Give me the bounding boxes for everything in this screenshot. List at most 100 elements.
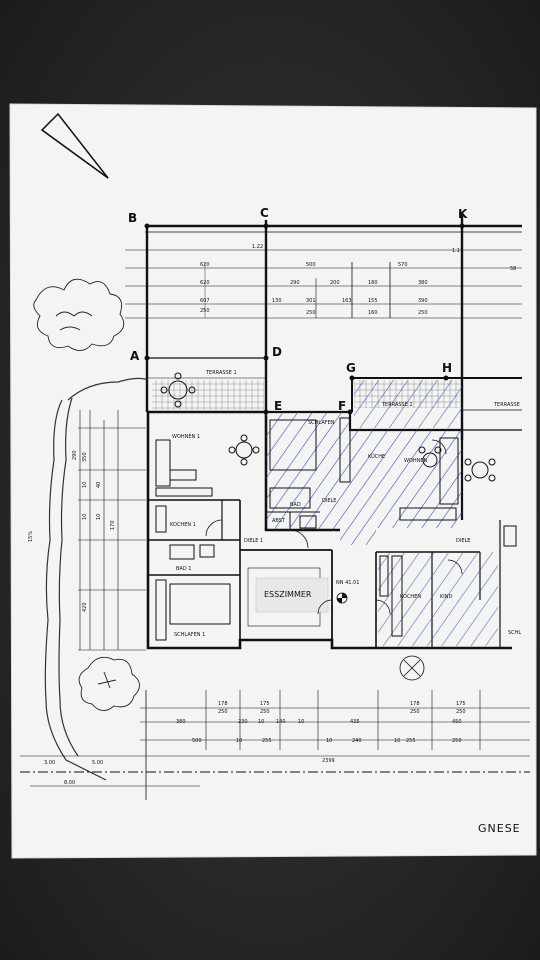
hatched-unit-area [266,412,462,545]
room-labels: TERRASSE 1 TERRASSE 2 TERRASSE WOHNEN 1 … [170,370,521,638]
grid-label-b: B [128,211,137,225]
room-schl-right: SCHL [508,630,521,636]
left-hedge [44,377,149,781]
room-schlafen-top: SCHLAFEN [308,420,335,426]
bdim-r3-2: 255 [262,738,272,744]
north-arrow-icon [40,112,109,179]
dim-r3b-1: 130 [272,298,282,304]
dim-r3b-5: 390 [418,298,428,304]
dim-small-3: 58 [510,266,516,272]
hatched-kitchen-area [378,552,498,646]
room-terrasse-right: TERRASSE [493,402,520,408]
grid-label-h: H [442,361,452,375]
bush-drawing [33,278,140,711]
hatched-terrace-area [354,380,462,428]
dim-r3-3: 250 [418,310,428,316]
bdim-r5-0: 8.00 [64,780,75,786]
grid-label-f: F [338,399,346,413]
dim-r3b-3: 163 [342,298,352,304]
dim-r1-0: 620 [200,262,210,268]
room-bad1: BAD 1 [176,566,191,572]
dim-r3-2: 160 [368,310,378,316]
left-dim-4: 170 [110,520,116,530]
left-dim-slope: 15% [28,531,34,542]
bdim-r2-3: 140 [276,719,286,725]
bdim-r1-3: 250 [260,709,270,715]
room-kind: KIND [440,594,452,600]
dim-r2-4: 380 [418,280,428,286]
room-nn: NN 41.01 [336,580,359,586]
bdim-r2-4: 10 [298,719,304,725]
room-terrasse2: TERRASSE 2 [381,402,413,408]
dim-r3-0: 250 [200,308,210,314]
bdim-r2-0: 380 [176,719,186,725]
bdim-r3-3: 10 [326,738,332,744]
dim-r1-2: 570 [398,262,408,268]
dim-r3b-2: 301 [306,298,316,304]
dim-r3b-4: 155 [368,298,378,304]
grid-labels: B C K A D G H E F [128,206,468,413]
dim-r3-1: 250 [306,310,316,316]
bdim-r2-5: 435 [350,719,360,725]
bdim-r3-0: 500 [192,738,202,744]
left-dim-1: 290 [72,450,78,460]
bdim-r3-7: 250 [452,738,462,744]
dim-r2-0: 620 [200,280,210,286]
room-kochen1: KOCHEN 1 [170,522,196,528]
bdim-r1-5: 250 [410,709,420,715]
room-abst: ABST [272,518,286,524]
bdim-r2-2: 10 [258,719,264,725]
room-diele1: DIELE 1 [244,538,263,544]
room-kochen-right: KOCHEN [400,594,421,600]
bdim-r3-5: 10 [394,738,400,744]
top-dimensions: 1.22 1.17 620 500 570 58 620 290 200 180… [200,244,516,316]
room-schlafen1: SCHLAFEN 1 [174,632,205,638]
bdim-r3-4: 240 [352,738,362,744]
room-diele-right: DIELE [456,538,470,544]
room-esszimmer: ESSZIMMER [264,590,312,599]
bdim-r2-1: 230 [238,719,248,725]
grid-label-k: K [458,207,468,221]
bottom-dimensions: 178 250 175 250 178 250 175 250 380 230 … [44,701,466,786]
terrace1-tiles [152,380,264,410]
dim-r3b-0: 607 [200,298,210,304]
room-wohnen1: WOHNEN 1 [172,434,200,440]
grid-label-a: A [130,349,140,363]
grid-label-e: E [274,399,282,413]
left-dim-7: 420 [82,602,88,612]
room-wohnen2: WOHNEN [404,458,428,464]
esszimmer-label-patch [255,577,329,613]
level-marker-icon [336,592,348,604]
bdim-r1-4: 178 [410,701,420,707]
dim-r2-2: 200 [330,280,340,286]
room-terrasse1: TERRASSE 1 [205,370,237,376]
bdim-r4-2: 2399 [322,758,335,764]
entrance-shrub [399,655,425,681]
bdim-r1-7: 250 [456,709,466,715]
bdim-r1-6: 175 [456,701,466,707]
bdim-r1-0: 178 [218,701,228,707]
left-dim-3: 40 [96,482,102,488]
left-dimensions: 350 290 10 40 170 10 10 420 15% [28,450,116,612]
corner-text: GNESE [478,822,521,835]
bdim-r2-6: 450 [452,719,462,725]
furniture [155,372,517,641]
bdim-r4-0: 3.00 [44,760,55,766]
room-kueche2: KÜCHE [368,453,385,460]
room-bad-mid: BAD [290,502,301,508]
dim-r1-1: 500 [306,262,316,268]
left-dim-0: 350 [82,452,88,462]
room-diele-mid: DIELE [322,498,336,504]
left-dim-2: 10 [82,482,88,488]
bottom-dim-lines [20,690,530,800]
bdim-r3-6: 255 [406,738,416,744]
bdim-r4-1: 5.00 [92,760,103,766]
door-swings [205,439,463,615]
grid-label-g: G [346,361,356,375]
dim-small-1: 1.22 [252,244,263,250]
dim-small-2: 1.17 [452,248,463,254]
dim-r2-3: 180 [368,280,378,286]
grid-label-c: C [260,206,269,220]
grid-label-d: D [272,345,282,359]
